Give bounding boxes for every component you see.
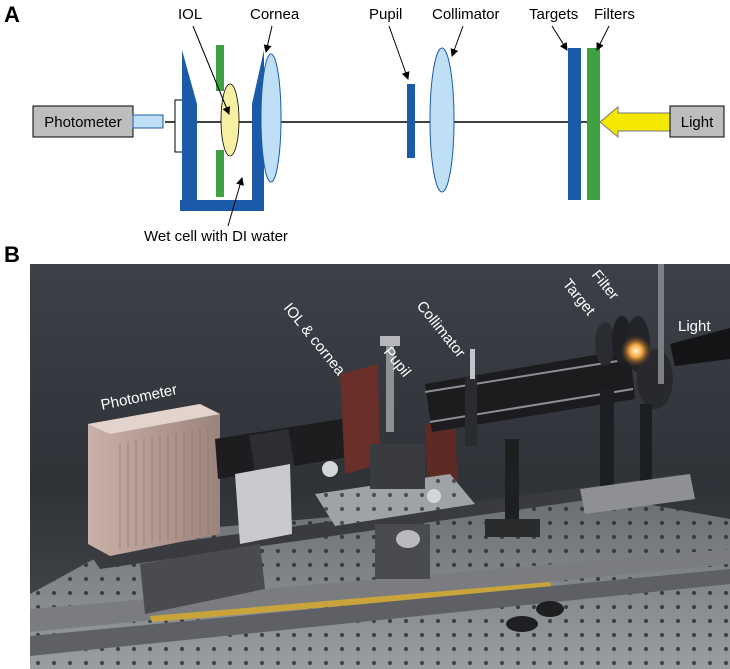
- optical-bench-photo: Photometer IOL & cornea Pupil Collimator…: [30, 264, 730, 669]
- cornea-pointer: [263, 25, 273, 53]
- collimator-label: Collimator: [432, 6, 500, 23]
- collimator-lens: [429, 47, 455, 193]
- wet-cell-label: Wet cell with DI water: [144, 228, 288, 245]
- pupil-label: Pupil: [369, 6, 402, 23]
- filters-pointer: [596, 25, 610, 51]
- front-rail: [30, 549, 730, 632]
- photometer-label: Photometer: [44, 114, 122, 131]
- light-arrow: [599, 105, 671, 139]
- targets-pointer: [551, 25, 568, 51]
- targets-label: Targets: [529, 6, 578, 23]
- pupil-pointer: [388, 25, 410, 80]
- targets-plate: [568, 48, 581, 200]
- iol-cornea-stage: [315, 336, 475, 579]
- wet-cell-pointer: [227, 177, 244, 227]
- optical-rail: [90, 474, 685, 569]
- iol-holder-top: [216, 45, 224, 91]
- photometer-box: Photometer: [32, 105, 134, 138]
- iol-lens: [220, 83, 240, 157]
- iol-pointer: [192, 25, 231, 115]
- light-box: Light: [669, 105, 725, 138]
- table-knob: [506, 616, 538, 632]
- panel-a-label: A: [4, 2, 20, 27]
- panel-b-label: B: [4, 242, 20, 267]
- cornea-label: Cornea: [250, 6, 300, 23]
- target-filter-light-assembly: [580, 264, 730, 514]
- filters-label: Filters: [594, 6, 635, 23]
- collimator-pointer: [450, 25, 464, 57]
- photo-light-label: Light: [678, 318, 711, 335]
- iol-holder-bottom: [216, 150, 224, 197]
- pupil-aperture: [407, 84, 415, 158]
- photometer-device: [88, 404, 371, 614]
- table-knob: [536, 601, 564, 617]
- cornea-lens: [260, 53, 282, 183]
- filters-plate: [587, 48, 600, 200]
- wet-cell: [174, 50, 264, 211]
- optical-bench-schematic: Photometer Light IOL Cornea Pupil Collim…: [32, 6, 725, 245]
- collimator-assembly: [424, 349, 635, 537]
- iol-label: IOL: [178, 6, 202, 23]
- light-label: Light: [681, 114, 714, 131]
- scale-strip: [150, 582, 552, 622]
- photometer-probe: [132, 114, 164, 129]
